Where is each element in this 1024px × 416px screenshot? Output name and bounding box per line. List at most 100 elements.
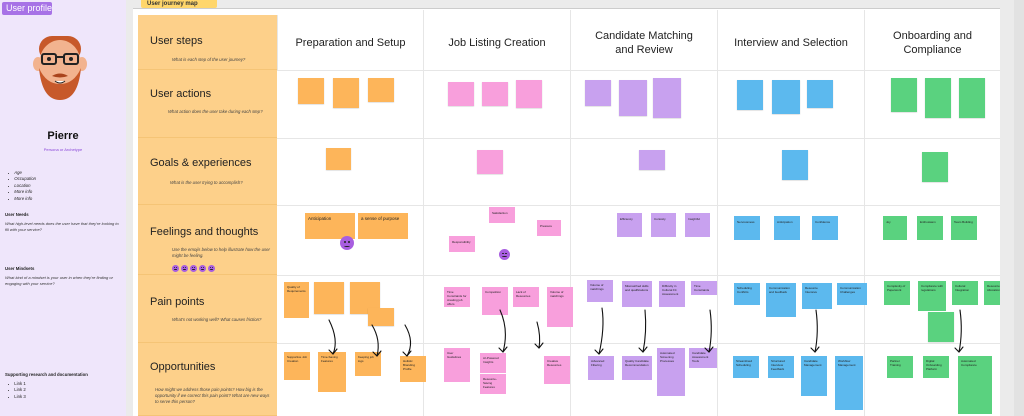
feeling-note[interactable]: Responsibility [449,236,475,252]
sticky-note[interactable] [298,78,324,104]
sticky-note[interactable] [891,78,917,112]
arrow-icon [402,324,412,357]
neutral-emoji-icon[interactable] [499,249,510,260]
user-profile-tag[interactable]: User profile [2,2,52,15]
pain-note[interactable]: Resource Allocation [984,281,1000,305]
opportunity-note[interactable]: Workflow Management [835,356,863,410]
row-label-feelings: Feelings and thoughts Use the emojis bel… [138,205,277,275]
sticky-note[interactable] [737,80,763,110]
sticky-note[interactable] [314,282,344,314]
sticky-note[interactable] [959,78,985,118]
research-link[interactable]: Link 2 [8,387,25,393]
opportunity-note[interactable]: Automated Screening Processes [657,348,685,396]
opportunity-note[interactable]: Streamlined Scheduling [733,356,759,378]
opportunity-note[interactable]: User Guidelines [444,348,470,382]
pain-note[interactable]: Time Constraints [691,281,717,295]
sticky-note[interactable] [368,78,394,102]
row-title: Opportunities [150,361,216,373]
feeling-note[interactable]: Anticipation [774,216,800,240]
feeling-note[interactable]: Satisfaction [489,207,515,223]
row-label-user-actions: User actions What action does the user t… [138,70,277,138]
opportunity-note[interactable]: Time-Saving Features [318,352,346,392]
emoji-icon[interactable] [199,265,206,272]
persona-attributes: Age Occupation Location More info More i… [8,170,36,202]
opportunity-note[interactable]: Holistic Branding Profile [400,356,426,382]
sticky-note[interactable] [477,150,503,174]
user-profile-panel: User profile Pierre Persona or Archetype… [0,0,126,416]
journey-map-title[interactable]: User journey map [141,0,217,8]
feeling-note[interactable]: Pressure [537,220,561,236]
sticky-note[interactable] [368,308,394,326]
emoji-icon[interactable] [208,265,215,272]
research-link[interactable]: Link 3 [8,394,25,400]
feeling-note[interactable]: Confidence [812,216,838,240]
emoji-icon[interactable] [172,265,179,272]
emoji-icon[interactable] [181,265,188,272]
opportunity-note[interactable]: Automated Compliance [958,356,992,414]
pain-note[interactable]: Compliance with regulations [918,281,946,311]
row-divider [138,205,1000,206]
journey-map-frame [133,8,1000,416]
pain-note[interactable]: Difficulty in Cultural Fit Assessment [659,281,685,307]
opportunity-note[interactable]: Creative Resources [544,356,570,384]
pain-note[interactable]: Resource Intensive [802,283,832,309]
research-links: Link 1 Link 2 Link 3 [8,381,25,400]
sticky-note[interactable] [782,150,808,180]
sticky-note[interactable] [482,82,508,106]
emoji-icon[interactable] [190,265,197,272]
attribute-item: More info [8,196,36,202]
pain-note[interactable]: Quality of Requirements [284,282,309,318]
pain-note[interactable]: Competition [482,287,508,315]
feeling-note[interactable]: Joy [883,216,907,240]
pain-note[interactable]: Lack of Resources [513,287,539,307]
sticky-note[interactable] [653,78,681,118]
opportunity-note[interactable]: Partner Training [887,356,913,378]
sticky-note[interactable] [928,312,954,342]
sticky-note[interactable] [639,150,665,170]
sticky-note[interactable] [333,78,359,108]
arrow-icon [498,309,508,353]
opportunity-note[interactable]: Structured Interview Feedback [768,356,794,378]
pain-note[interactable]: Time Constraints for creating job offers [444,287,470,307]
sticky-note[interactable] [326,148,351,170]
pain-note[interactable]: Scheduling Conflicts [734,283,760,305]
opportunity-note[interactable]: Resource-Saving Features [480,374,506,394]
feeling-note[interactable]: Insightful [685,213,710,237]
sticky-note[interactable] [516,80,542,108]
satisfied-emoji-icon[interactable] [340,236,354,250]
feeling-note[interactable]: a sense of purpose [358,213,408,239]
sticky-note[interactable] [807,80,833,108]
sticky-note[interactable] [619,80,647,116]
opportunity-note[interactable]: Candidate Management [801,356,827,396]
row-label-pain-points: Pain points What's not working well? Wha… [138,275,277,343]
opportunity-note[interactable]: Advanced Filtering [588,356,614,380]
opportunity-note[interactable]: AI-Powered Insights [480,353,506,373]
sticky-note[interactable] [922,152,948,182]
pain-note[interactable]: Complexity of Paperwork [884,281,910,305]
sticky-note[interactable] [772,80,800,114]
sticky-note[interactable] [925,78,951,118]
sticky-note[interactable] [585,80,611,106]
feeling-note[interactable]: Enthusiasm [917,216,943,240]
opportunity-note[interactable]: Digital Onboarding Platform [923,356,949,378]
opportunity-note[interactable]: Quality Candidate Recommendation [622,356,652,380]
sticky-note[interactable] [448,82,474,106]
column-divider [717,10,718,416]
row-label-goals: Goals & experiences What is the user try… [138,138,277,205]
opportunity-note[interactable]: Supportive Job Creation [284,352,310,380]
research-link[interactable]: Link 1 [8,381,25,387]
phase-candidate-matching: Candidate Matching and Review [570,15,717,70]
feeling-note[interactable]: Anticipation [305,213,355,239]
feeling-note[interactable]: Team Building [951,216,977,240]
feeling-note[interactable]: Curiosity [651,213,676,237]
pain-note[interactable]: Volume of matchings [587,280,613,302]
opportunity-note[interactable]: Candidate Assessment Tools [689,348,717,368]
pain-note[interactable]: Communication Challenges [837,283,867,305]
pain-note[interactable]: Communication and feedback [766,283,796,317]
pain-note[interactable]: Mismatched skills and qualifications [622,281,652,307]
feeling-note[interactable]: Efficiency [617,213,642,237]
feeling-note[interactable]: Nervousness [734,216,760,240]
pain-note[interactable]: Cultural Integration [952,281,978,305]
vertical-scrollbar[interactable] [1014,0,1024,416]
pain-note[interactable]: Volume of matchings [547,287,573,327]
